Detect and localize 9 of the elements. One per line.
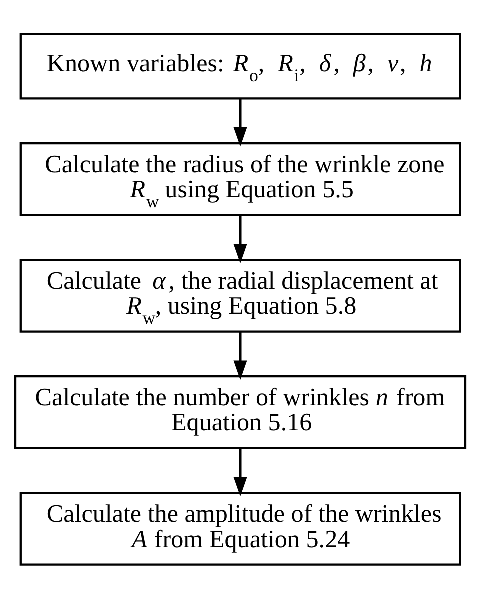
arrow — [234, 215, 248, 264]
arrow — [234, 332, 248, 380]
node-box: Known variables: R$_{o}$, R$_{i}$, δ, β, ν, h — [20, 32, 462, 100]
node-box: Calculate the amplitude of the wrinkles A from Equation 5.24 — [20, 492, 462, 566]
node-box: Calculate the radius of the wrinkle zone R$_{w}$ using Equation 5.5 — [20, 142, 462, 216]
arrow — [234, 448, 248, 496]
node-box: Calculate the number of wrinkles n from Equation 5.16 — [14, 375, 467, 449]
node-box: Calculate α, the radial displacement at R$_{w}$, using Equation 5.8 — [20, 258, 462, 332]
arrow — [234, 98, 248, 146]
